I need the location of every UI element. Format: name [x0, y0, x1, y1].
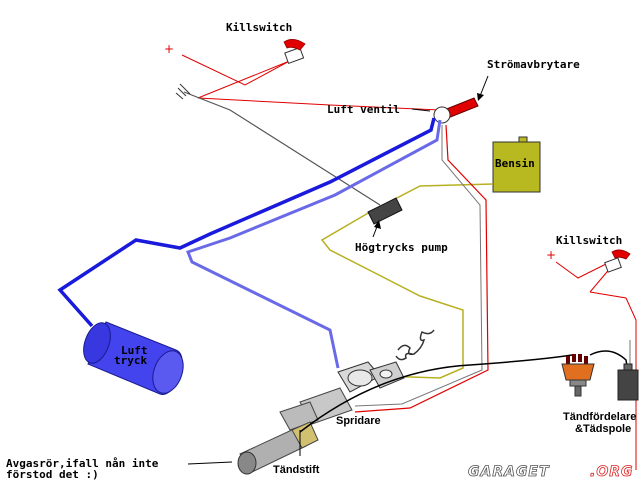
watermark-brand: GARAGET — [468, 464, 550, 480]
air-line-dark — [57, 117, 436, 328]
fuel-tank: Bensin — [492, 136, 541, 193]
plus-sign-top: + — [164, 42, 174, 56]
avgasror-label-line2: förstod det :) — [6, 468, 99, 481]
garaget-watermark: GARAGET .ORG — [468, 464, 634, 481]
spridare-label: Spridare — [336, 415, 381, 427]
killswitch-top-icon — [283, 39, 306, 65]
exhaust-pipe — [237, 421, 319, 475]
luft-label: Luft — [121, 344, 148, 357]
killswitch-top-label: Killswitch — [226, 21, 292, 34]
high-pressure-pump — [367, 197, 403, 225]
ground-symbol — [177, 87, 187, 97]
luft-ventil-label: Luft ventil — [327, 103, 400, 116]
ignition-coil — [617, 363, 639, 401]
fuel-line — [320, 183, 494, 379]
killswitch-right-icon — [604, 249, 631, 273]
air-line-light — [186, 119, 442, 369]
tandfordelare-label-line2: &Tädspole — [575, 423, 631, 435]
bensin-label: Bensin — [495, 157, 535, 170]
tryck-label: tryck — [114, 354, 147, 367]
stromavbrytare-label: Strömavbrytare — [487, 58, 580, 71]
switch-wire-red — [354, 124, 489, 413]
top-killswitch-wiring: + — [164, 42, 441, 206]
distributor — [561, 354, 595, 397]
watermark-suffix: .ORG — [590, 464, 634, 480]
air-pressure-tank: Luft tryck — [83, 321, 184, 395]
killswitch-right-label: Killswitch — [556, 234, 622, 247]
switch-wire-gray — [354, 125, 483, 407]
plus-sign-right: + — [546, 248, 556, 262]
turbo-doodle — [395, 329, 435, 361]
avgasror-label-line1: Avgasrör,ifall nån inte — [6, 457, 159, 470]
ignition-wire — [299, 354, 573, 433]
air-valve-icon — [433, 106, 451, 124]
hogtrycks-pump-label: Högtrycks pump — [355, 241, 448, 254]
stromavbrytare-arrow — [479, 75, 489, 97]
tandfordelare-label-line1: Tändfördelare — [563, 411, 636, 423]
tandstift-label: Tändstift — [273, 464, 320, 476]
